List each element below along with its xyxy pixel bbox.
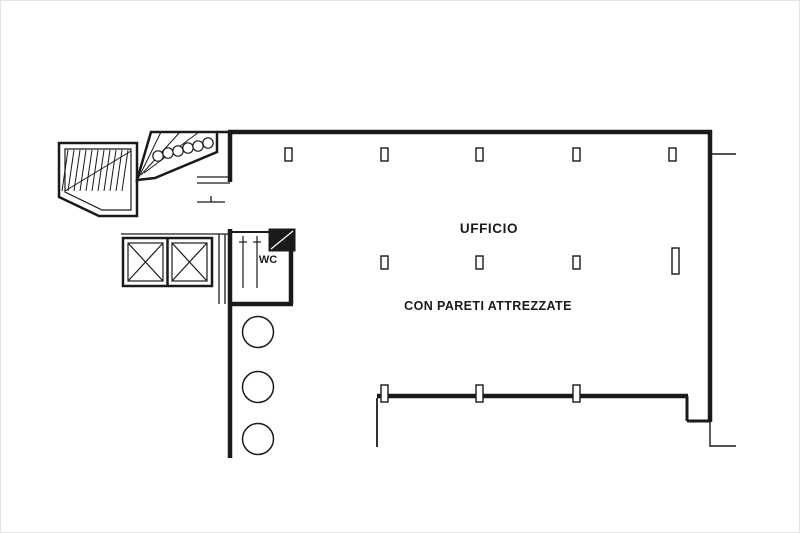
site-boundary-lines	[376, 153, 736, 447]
wc-fixtures	[239, 236, 261, 288]
column-markers	[284, 147, 680, 403]
column-marker	[284, 147, 293, 162]
wc-label: WC	[259, 254, 277, 266]
elevator-left-cab	[127, 242, 164, 282]
service-shaft-diagonal	[270, 230, 294, 250]
column-marker	[475, 255, 484, 270]
elevator-block	[121, 236, 214, 288]
round-column	[241, 422, 275, 456]
column-marker	[475, 147, 484, 162]
column-marker-tall	[671, 247, 680, 275]
column-marker	[668, 147, 677, 162]
staircase	[57, 130, 219, 218]
round-column	[241, 370, 275, 404]
stair-spiral-columns	[152, 137, 214, 162]
column-marker	[572, 147, 581, 162]
elevator-right-shaft	[171, 242, 208, 282]
room-sublabel: CON PARETI ATTREZZATE	[404, 299, 572, 313]
stair-stringer	[64, 150, 132, 192]
elevator-left-x2	[127, 242, 164, 282]
office-walls	[217, 129, 713, 458]
column-marker	[380, 384, 389, 403]
wc-room	[228, 228, 296, 307]
elevator-left-shaft	[127, 242, 164, 282]
site-line-bottom-right	[709, 422, 736, 447]
column-marker	[380, 147, 389, 162]
elevator-right-cab	[171, 242, 208, 282]
column-marker	[380, 255, 389, 270]
round-columns	[241, 315, 275, 456]
stair-steps	[61, 149, 132, 192]
column-marker	[572, 384, 581, 403]
round-column	[241, 315, 275, 349]
column-marker	[475, 384, 484, 403]
corridor-lines	[121, 176, 230, 304]
plan-labels: UFFICIO CON PARETI ATTREZZATE WC	[259, 221, 572, 313]
elevator-right-x2	[171, 242, 208, 282]
column-marker	[572, 255, 581, 270]
room-label: UFFICIO	[460, 221, 518, 236]
stair-inner-outline	[64, 148, 132, 211]
